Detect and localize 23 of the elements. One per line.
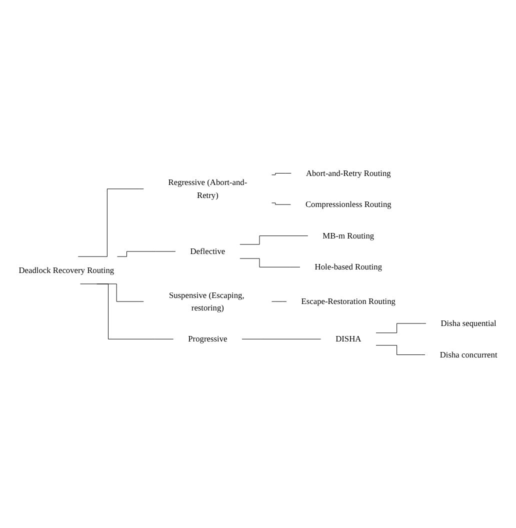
node-text: Escape-Restoration Routing bbox=[301, 296, 396, 306]
connector bbox=[78, 188, 144, 257]
node-text: Suspensive (Escaping, restoring) bbox=[168, 290, 244, 312]
node-text: Progressive bbox=[188, 334, 228, 344]
node-text: Abort-and-Retry Routing bbox=[306, 168, 391, 178]
node-text: Hole-based Routing bbox=[314, 262, 382, 272]
connector bbox=[271, 173, 292, 176]
node-text: Deflective bbox=[190, 246, 226, 256]
node-text: Disha sequential bbox=[440, 318, 496, 328]
node-text: Compressionless Routing bbox=[305, 200, 392, 210]
connector bbox=[240, 258, 300, 268]
connector bbox=[240, 236, 308, 245]
connector bbox=[376, 345, 426, 355]
node-text: MB-m Routing bbox=[322, 231, 374, 240]
connector bbox=[117, 251, 176, 257]
node-text: Deadlock Recovery Routing bbox=[18, 265, 114, 275]
node-text: Disha concurrent bbox=[440, 350, 498, 360]
connector bbox=[271, 202, 291, 205]
connector bbox=[376, 323, 426, 334]
connector bbox=[80, 284, 174, 340]
node-text: DISHA bbox=[336, 334, 362, 344]
connector bbox=[242, 338, 322, 340]
node-text: Regressive (Abort-and-Retry) bbox=[168, 178, 248, 200]
